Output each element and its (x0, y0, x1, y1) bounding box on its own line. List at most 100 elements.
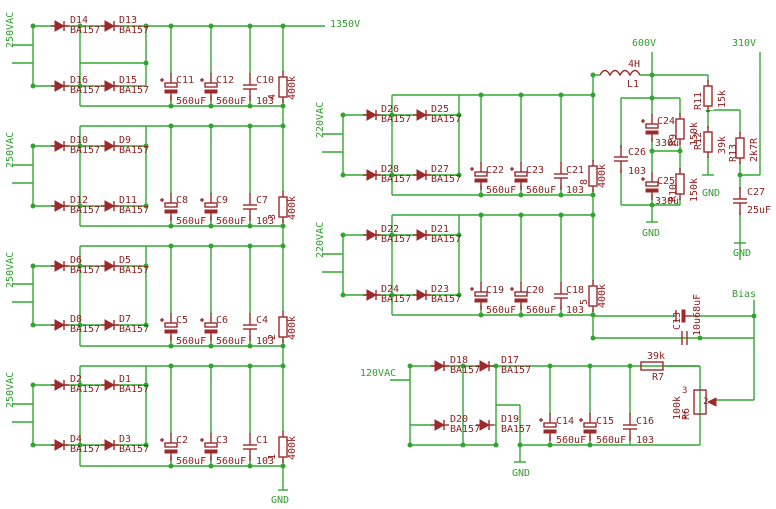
res-value: 400k (287, 436, 298, 460)
res-ref: 8 (579, 179, 590, 185)
res-ref: R12 (693, 132, 704, 150)
ac-label: 220VAC (315, 222, 326, 258)
cap-ref: C4 (256, 315, 268, 326)
res-ref: R13 (728, 144, 739, 162)
cap-value: 560uF (176, 336, 206, 347)
diode-part: BA157 (70, 85, 100, 96)
res-value: 400k (287, 316, 298, 340)
cap-ref: C19 (486, 285, 504, 296)
stage-d: D2 BA157 D1 BA157 D4 BA157 D3 BA157 250V… (5, 363, 298, 469)
diode-ref: D10 (70, 135, 88, 146)
cap-value: 103 (636, 435, 654, 446)
diode-part: BA157 (381, 234, 411, 245)
diode-part: BA157 (381, 114, 411, 125)
cap-ref: C14 (556, 416, 574, 427)
net-label-gnd-filter: GND (642, 228, 660, 239)
net-label-600v: 600V (632, 38, 656, 49)
cap-value: 25uF (747, 205, 771, 216)
res-value: 400k (287, 76, 298, 100)
cap-ref: C1 (256, 435, 268, 446)
cap-ref: C11 (176, 75, 194, 86)
diode-ref: D16 (70, 75, 88, 86)
cap-ref: C10 (256, 75, 274, 86)
cap-value: 560uF (176, 216, 206, 227)
pot-pin: 1 (682, 411, 687, 421)
cap-ref: C16 (636, 416, 654, 427)
diode-ref: D26 (381, 104, 399, 115)
cap-ref: C20 (526, 285, 544, 296)
diode-ref: D28 (381, 164, 399, 175)
diode-ref: D21 (431, 224, 449, 235)
res-value: 400k (597, 284, 608, 308)
ac-label: 250VAC (5, 372, 16, 408)
diode-ref: D4 (70, 434, 82, 445)
net-label-gnd-div2: GND (733, 248, 751, 259)
inductor-value: 4H (628, 59, 640, 70)
net-label-gnd-120: GND (512, 468, 530, 479)
cap-value: 103 (256, 96, 274, 107)
cap-value: 330u (655, 196, 679, 207)
cap-ref: C5 (176, 315, 188, 326)
res-ref: 2 (267, 334, 278, 340)
diode-part: BA157 (431, 294, 461, 305)
diode-ref: D12 (70, 195, 88, 206)
diode-ref: D7 (119, 314, 131, 325)
res-ref: R6 (681, 408, 692, 420)
ac-label: 250VAC (5, 12, 16, 48)
res-value: 150k (689, 178, 700, 202)
diode-ref: D5 (119, 255, 131, 266)
diode-ref: D27 (431, 164, 449, 175)
cap-value: 560uF (176, 456, 206, 467)
diode-part: BA157 (431, 114, 461, 125)
cap-ref: C9 (216, 195, 228, 206)
res-ref: R10 (668, 184, 679, 202)
diode-part: BA157 (381, 174, 411, 185)
cap-ref: C18 (566, 285, 584, 296)
cap-ref: C24 (657, 116, 675, 127)
cap-value: 560uF (486, 185, 516, 196)
stage-c: D6 BA157 D5 BA157 D8 BA157 D7 BA157 250V… (5, 243, 298, 349)
pot-pin: 3 (682, 386, 687, 396)
cap-ref: C15 (596, 416, 614, 427)
cap-value: 103 (256, 336, 274, 347)
cap-ref: C3 (216, 435, 228, 446)
res-value: 39k (647, 351, 665, 362)
cap-ref: C23 (526, 165, 544, 176)
res-ref: 4 (267, 94, 278, 100)
diode-part: BA157 (119, 324, 149, 335)
diode-ref: D9 (119, 135, 131, 146)
diode-ref: D14 (70, 15, 88, 26)
res-ref: 1 (267, 454, 278, 460)
net-label-1350v: 1350V (330, 19, 360, 30)
res-value: 39k (717, 136, 728, 154)
diode-ref: D20 (450, 414, 468, 425)
cap-ref: C7 (256, 195, 268, 206)
diode-ref: D25 (431, 104, 449, 115)
cap-value: 10u68uF (692, 294, 703, 336)
diode-part: BA157 (119, 265, 149, 276)
inductor-l1 (599, 69, 641, 77)
diode-part: BA157 (70, 444, 100, 455)
diode-ref: D22 (381, 224, 399, 235)
cap-value: 560uF (216, 456, 246, 467)
diode-ref: D11 (119, 195, 137, 206)
stage-g: D18 BA157 D17 BA157 D20 BA157 D19 BA157 … (360, 351, 717, 479)
diode-part: BA157 (431, 174, 461, 185)
cap-value: 103 (566, 305, 584, 316)
res-ref: 3 (267, 214, 278, 220)
diode-part: BA157 (70, 265, 100, 276)
cap-value: 103 (628, 166, 646, 177)
cap-value: 103 (566, 185, 584, 196)
stage-b: D10 BA157 D9 BA157 D12 BA157 D11 BA157 2… (5, 123, 298, 229)
diode-ref: D2 (70, 374, 82, 385)
diode-ref: D6 (70, 255, 82, 266)
res-value: 100k (672, 396, 683, 420)
cap-value: 103 (256, 216, 274, 227)
cap-value: 560uF (556, 435, 586, 446)
cap-value: 560uF (526, 305, 556, 316)
cap-value: 560uF (216, 216, 246, 227)
cap-value: 560uF (216, 336, 246, 347)
cap-value: 560uF (596, 435, 626, 446)
cap-ref: C13 (672, 312, 683, 330)
res-value: 400k (287, 196, 298, 220)
